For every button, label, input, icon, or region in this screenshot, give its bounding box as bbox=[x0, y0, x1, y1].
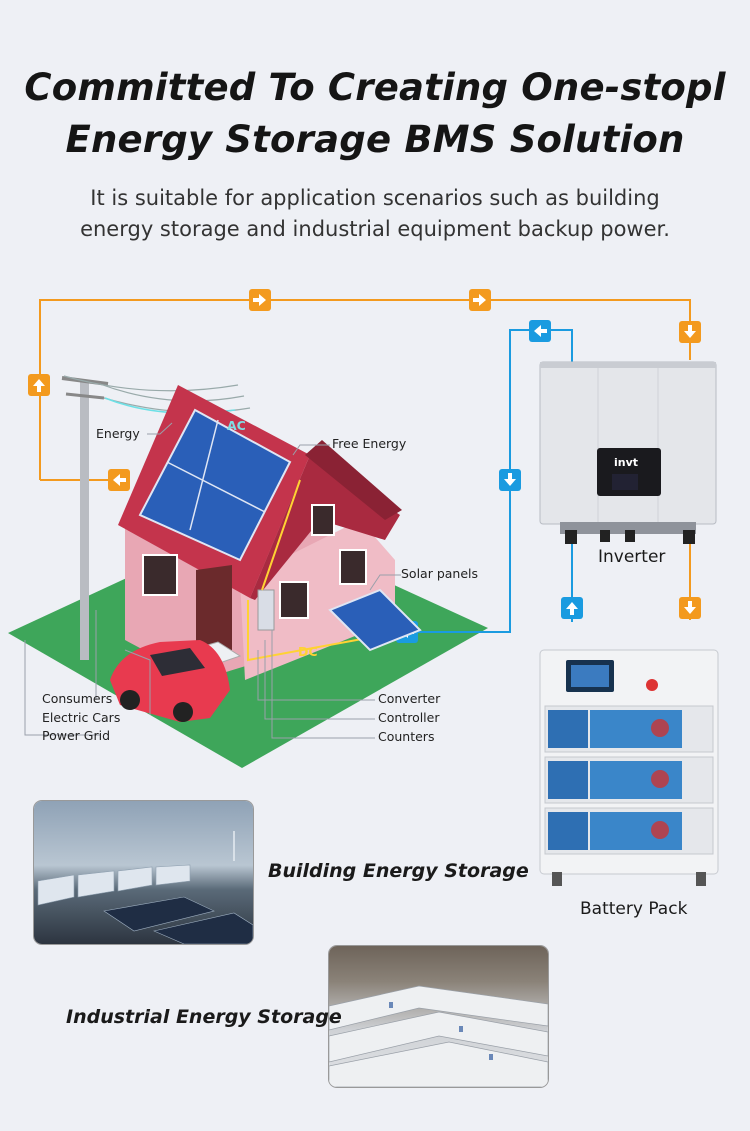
house-illustration bbox=[118, 385, 422, 680]
title-line-1: Committed To Creating One-stopl bbox=[24, 66, 726, 109]
label-converter: Converter bbox=[378, 691, 441, 706]
label-consumers: Consumers bbox=[42, 691, 113, 706]
title-line-2: Energy Storage BMS Solution bbox=[65, 118, 685, 161]
label-battery-pack: Battery Pack bbox=[580, 899, 688, 919]
caption-industrial-energy-storage: Industrial Energy Storage bbox=[66, 1006, 342, 1028]
inverter-device bbox=[539, 361, 717, 544]
page-subtitle: It is suitable for application scenarios… bbox=[0, 183, 750, 245]
label-power-grid: Power Grid bbox=[42, 728, 110, 743]
label-inverter: Inverter bbox=[598, 547, 666, 567]
page-title: Committed To Creating One-stopl Energy S… bbox=[0, 62, 750, 166]
electric-car bbox=[110, 640, 230, 722]
subtitle-line-1: It is suitable for application scenarios… bbox=[90, 186, 660, 210]
subtitle-line-2: energy storage and industrial equipment … bbox=[80, 217, 670, 241]
label-energy: Energy bbox=[96, 426, 140, 441]
label-solar-panels: Solar panels bbox=[401, 566, 479, 581]
label-ac: AC bbox=[227, 418, 246, 433]
building-storage-photo bbox=[34, 801, 253, 944]
caption-building-energy-storage: Building Energy Storage bbox=[268, 860, 529, 882]
arrow-icons-orange bbox=[28, 289, 701, 619]
inverter-brand-logo: invt bbox=[614, 456, 639, 469]
label-controller: Controller bbox=[378, 710, 440, 725]
label-electric-cars: Electric Cars bbox=[42, 710, 121, 725]
industrial-storage-photo bbox=[329, 946, 548, 1087]
label-free-energy: Free Energy bbox=[332, 436, 407, 451]
label-counters: Counters bbox=[378, 729, 435, 744]
battery-pack-device bbox=[539, 649, 719, 886]
label-dc: DC bbox=[298, 644, 318, 659]
leader-lines bbox=[24, 422, 401, 739]
